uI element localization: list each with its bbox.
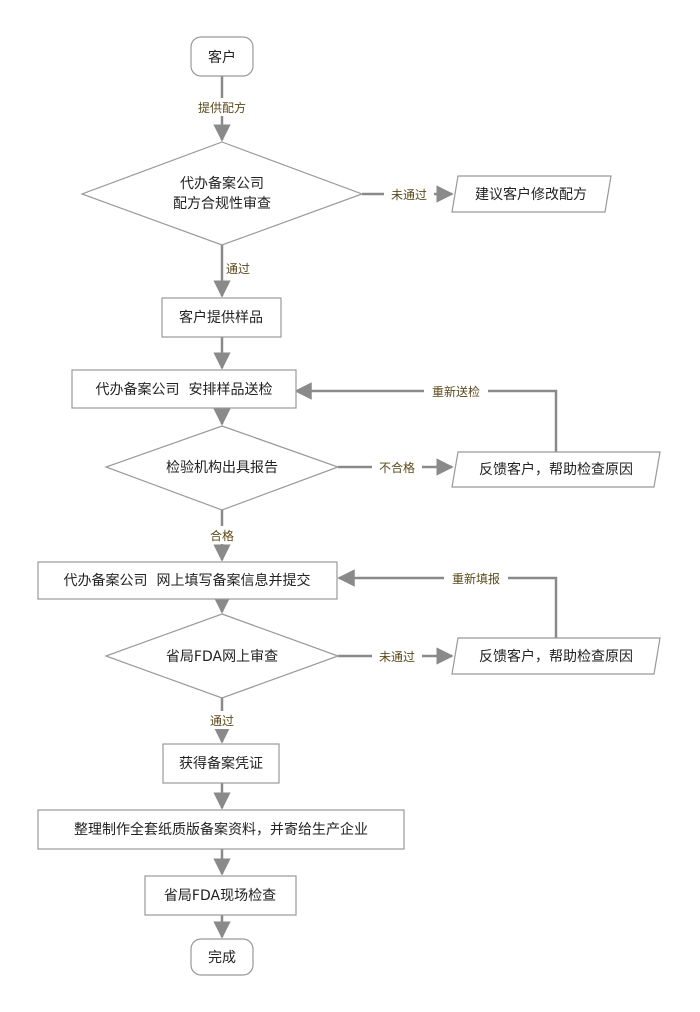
nodes: 客户 代办备案公司 配方合规性审查 建议客户修改配方 客户提供样品 代办备案公司… <box>37 36 661 976</box>
feedback-label-2: 反馈客户，帮助检查原因 <box>479 648 633 665</box>
suggest-modify-node <box>451 175 612 213</box>
inspection-report-decision <box>104 425 340 511</box>
start-node <box>190 36 254 77</box>
fill-online-node <box>37 561 338 600</box>
fda-online-review-label: 省局FDA网上审查 <box>166 649 278 665</box>
feedback-label-1: 反馈客户，帮助检查原因 <box>479 461 633 478</box>
label-provide-formula: 提供配方 <box>198 100 246 115</box>
compliance-review-line2: 配方合规性审查 <box>173 196 271 212</box>
arrow-feedback1-to-arrange <box>294 382 558 452</box>
label-passed-1: 通过 <box>226 262 250 276</box>
suggest-modify-label: 建议客户修改配方 <box>475 186 587 203</box>
label-not-passed-2: 未通过 <box>379 650 415 664</box>
label-resend: 重新送检 <box>432 384 480 399</box>
arrange-inspection-label: 代办备案公司 安排样品送检 <box>96 381 273 398</box>
organize-documents-label: 整理制作全套纸质版备案资料，并寄给生产企业 <box>74 821 368 838</box>
feedback-node-1 <box>451 451 661 488</box>
inspection-report-label: 检验机构出具报告 <box>166 460 278 476</box>
samples-label: 客户提供样品 <box>179 309 263 326</box>
certificate-node <box>162 743 280 784</box>
end-node-label: 完成 <box>208 950 236 966</box>
label-passed-2: 通过 <box>210 714 234 728</box>
arrange-inspection-node <box>71 369 297 409</box>
edge-labels: 提供配方 未通过 通过 重新送检 不合格 合格 重新填报 未通过 通过 <box>188 98 508 729</box>
feedback-node-2 <box>451 637 661 675</box>
compliance-review-decision <box>80 141 364 246</box>
certificate-label: 获得备案凭证 <box>179 755 263 772</box>
compliance-review-line1: 代办备案公司 <box>180 175 264 192</box>
start-node-label: 客户 <box>208 49 236 66</box>
label-not-passed-1: 未通过 <box>391 188 427 202</box>
fda-online-review-decision <box>104 613 340 699</box>
label-qualified: 合格 <box>210 528 234 543</box>
arrow-feedback2-to-fill <box>337 569 558 638</box>
onsite-inspection-label: 省局FDA现场检查 <box>164 888 276 904</box>
label-refill: 重新填报 <box>452 571 500 586</box>
end-node <box>190 938 254 976</box>
onsite-inspection-node <box>144 875 297 916</box>
samples-node <box>161 297 282 338</box>
label-unqualified: 不合格 <box>379 460 415 475</box>
organize-documents-node <box>37 809 405 850</box>
fill-online-label: 代办备案公司 网上填写备案信息并提交 <box>64 572 311 589</box>
